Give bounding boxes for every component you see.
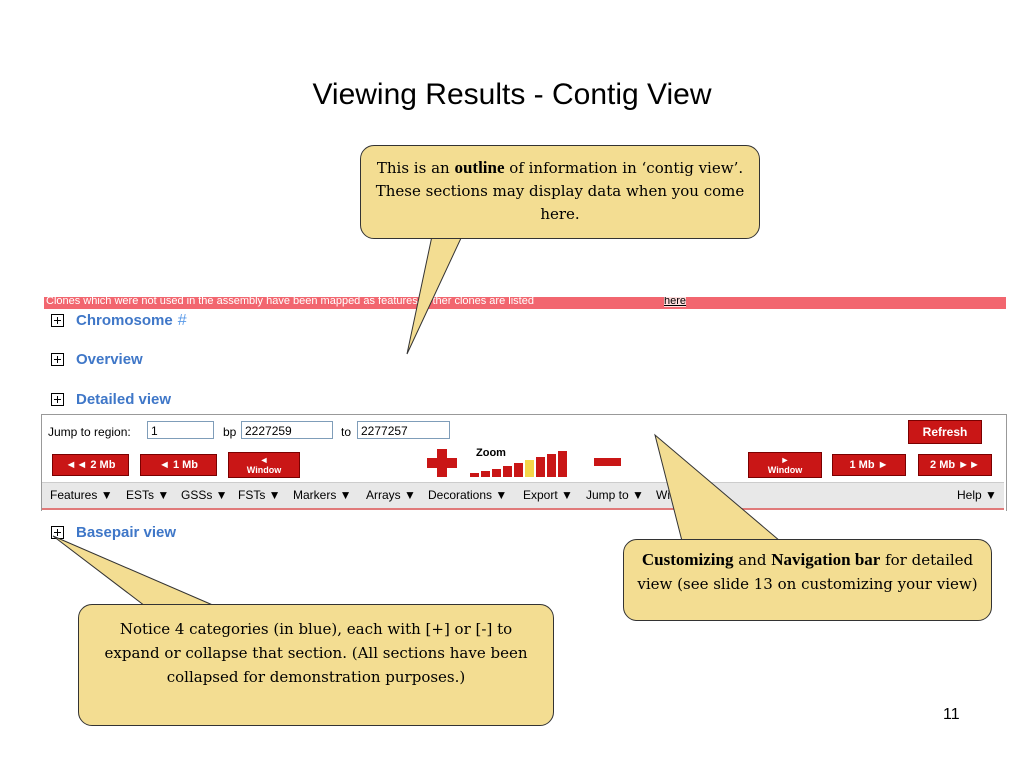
navigation-callout: Customizing and Navigation bar for detai… — [623, 539, 992, 621]
menu-window[interactable]: Wi — [656, 488, 670, 502]
notice-bar: Clones which were not used in the assemb… — [44, 297, 1006, 309]
forward-1mb-button[interactable]: 1 Mb ► — [832, 454, 906, 476]
zoom-level-bar-current[interactable] — [525, 460, 534, 477]
zoom-out-icon[interactable] — [594, 458, 621, 466]
menu-fsts[interactable]: FSTs ▼ — [238, 488, 281, 502]
section-label-detailed[interactable]: Detailed view — [76, 391, 172, 408]
jump-to-region-label: Jump to region: — [48, 425, 131, 439]
to-label: to — [341, 425, 352, 439]
expand-plus-icon[interactable] — [51, 393, 64, 406]
menu-markers[interactable]: Markers ▼ — [293, 488, 352, 502]
expand-plus-icon[interactable] — [51, 314, 64, 327]
zoom-level-bar[interactable] — [470, 473, 479, 477]
back-2mb-button[interactable]: ◄◄ 2 Mb — [52, 454, 129, 476]
zoom-level-scale[interactable] — [470, 449, 580, 477]
forward-2mb-button[interactable]: 2 Mb ►► — [918, 454, 992, 476]
back-window-button[interactable]: ◄ Window — [228, 452, 300, 478]
outline-callout: This is an outline of information in ‘co… — [360, 145, 760, 239]
zoom-level-bar[interactable] — [536, 457, 545, 477]
section-label-basepair[interactable]: Basepair view — [76, 524, 177, 541]
menu-jump-to[interactable]: Jump to ▼ — [586, 488, 644, 502]
menu-ests[interactable]: ESTs ▼ — [126, 488, 170, 502]
options-menu-bar: Features ▼ ESTs ▼ GSSs ▼ FSTs ▼ Markers … — [42, 482, 1004, 510]
back-window-arrow-icon: ◄ — [259, 455, 269, 465]
menu-features[interactable]: Features ▼ — [50, 488, 113, 502]
bp-start-input[interactable]: 2227259 — [241, 421, 333, 439]
forward-window-button[interactable]: ► Window — [748, 452, 822, 478]
expand-plus-icon[interactable] — [51, 353, 64, 366]
zoom-label: Zoom — [476, 447, 506, 459]
refresh-button[interactable]: Refresh — [908, 420, 982, 444]
region-input[interactable]: 1 — [147, 421, 214, 439]
zoom-level-bar[interactable] — [492, 469, 501, 477]
menu-decorations[interactable]: Decorations ▼ — [428, 488, 508, 502]
slide-title: Viewing Results - Contig View — [312, 78, 712, 111]
section-label-overview[interactable]: Overview — [76, 351, 143, 368]
navigation-callout-tail — [654, 433, 782, 542]
back-window-label: Window — [246, 465, 282, 475]
chromosome-hash-link[interactable]: # — [177, 312, 187, 329]
bp-label: bp — [223, 425, 237, 439]
zoom-level-bar[interactable] — [547, 454, 556, 477]
bp-end-input[interactable]: 2277257 — [357, 421, 450, 439]
back-1mb-button[interactable]: ◄ 1 Mb — [140, 454, 217, 476]
section-label-chromosome[interactable]: Chromosome# — [76, 312, 187, 329]
zoom-level-bar[interactable] — [481, 471, 490, 477]
outline-callout-tail — [406, 235, 463, 355]
menu-help[interactable]: Help ▼ — [957, 488, 997, 502]
zoom-in-icon[interactable] — [427, 449, 457, 477]
notice-here-link[interactable]: here — [664, 297, 687, 307]
zoom-level-bar[interactable] — [558, 451, 567, 477]
categories-callout-tail — [52, 535, 216, 607]
forward-window-arrow-icon: ► — [780, 455, 790, 465]
forward-window-label: Window — [767, 465, 803, 475]
notice-text: Clones which were not used in the assemb… — [46, 297, 534, 307]
page-number: 11 — [943, 706, 960, 723]
zoom-level-bar[interactable] — [503, 466, 512, 477]
menu-gsss[interactable]: GSSs ▼ — [181, 488, 228, 502]
zoom-level-bar[interactable] — [514, 463, 523, 477]
menu-export[interactable]: Export ▼ — [523, 488, 573, 502]
menu-arrays[interactable]: Arrays ▼ — [366, 488, 416, 502]
categories-callout: Notice 4 categories (in blue), each with… — [78, 604, 554, 726]
